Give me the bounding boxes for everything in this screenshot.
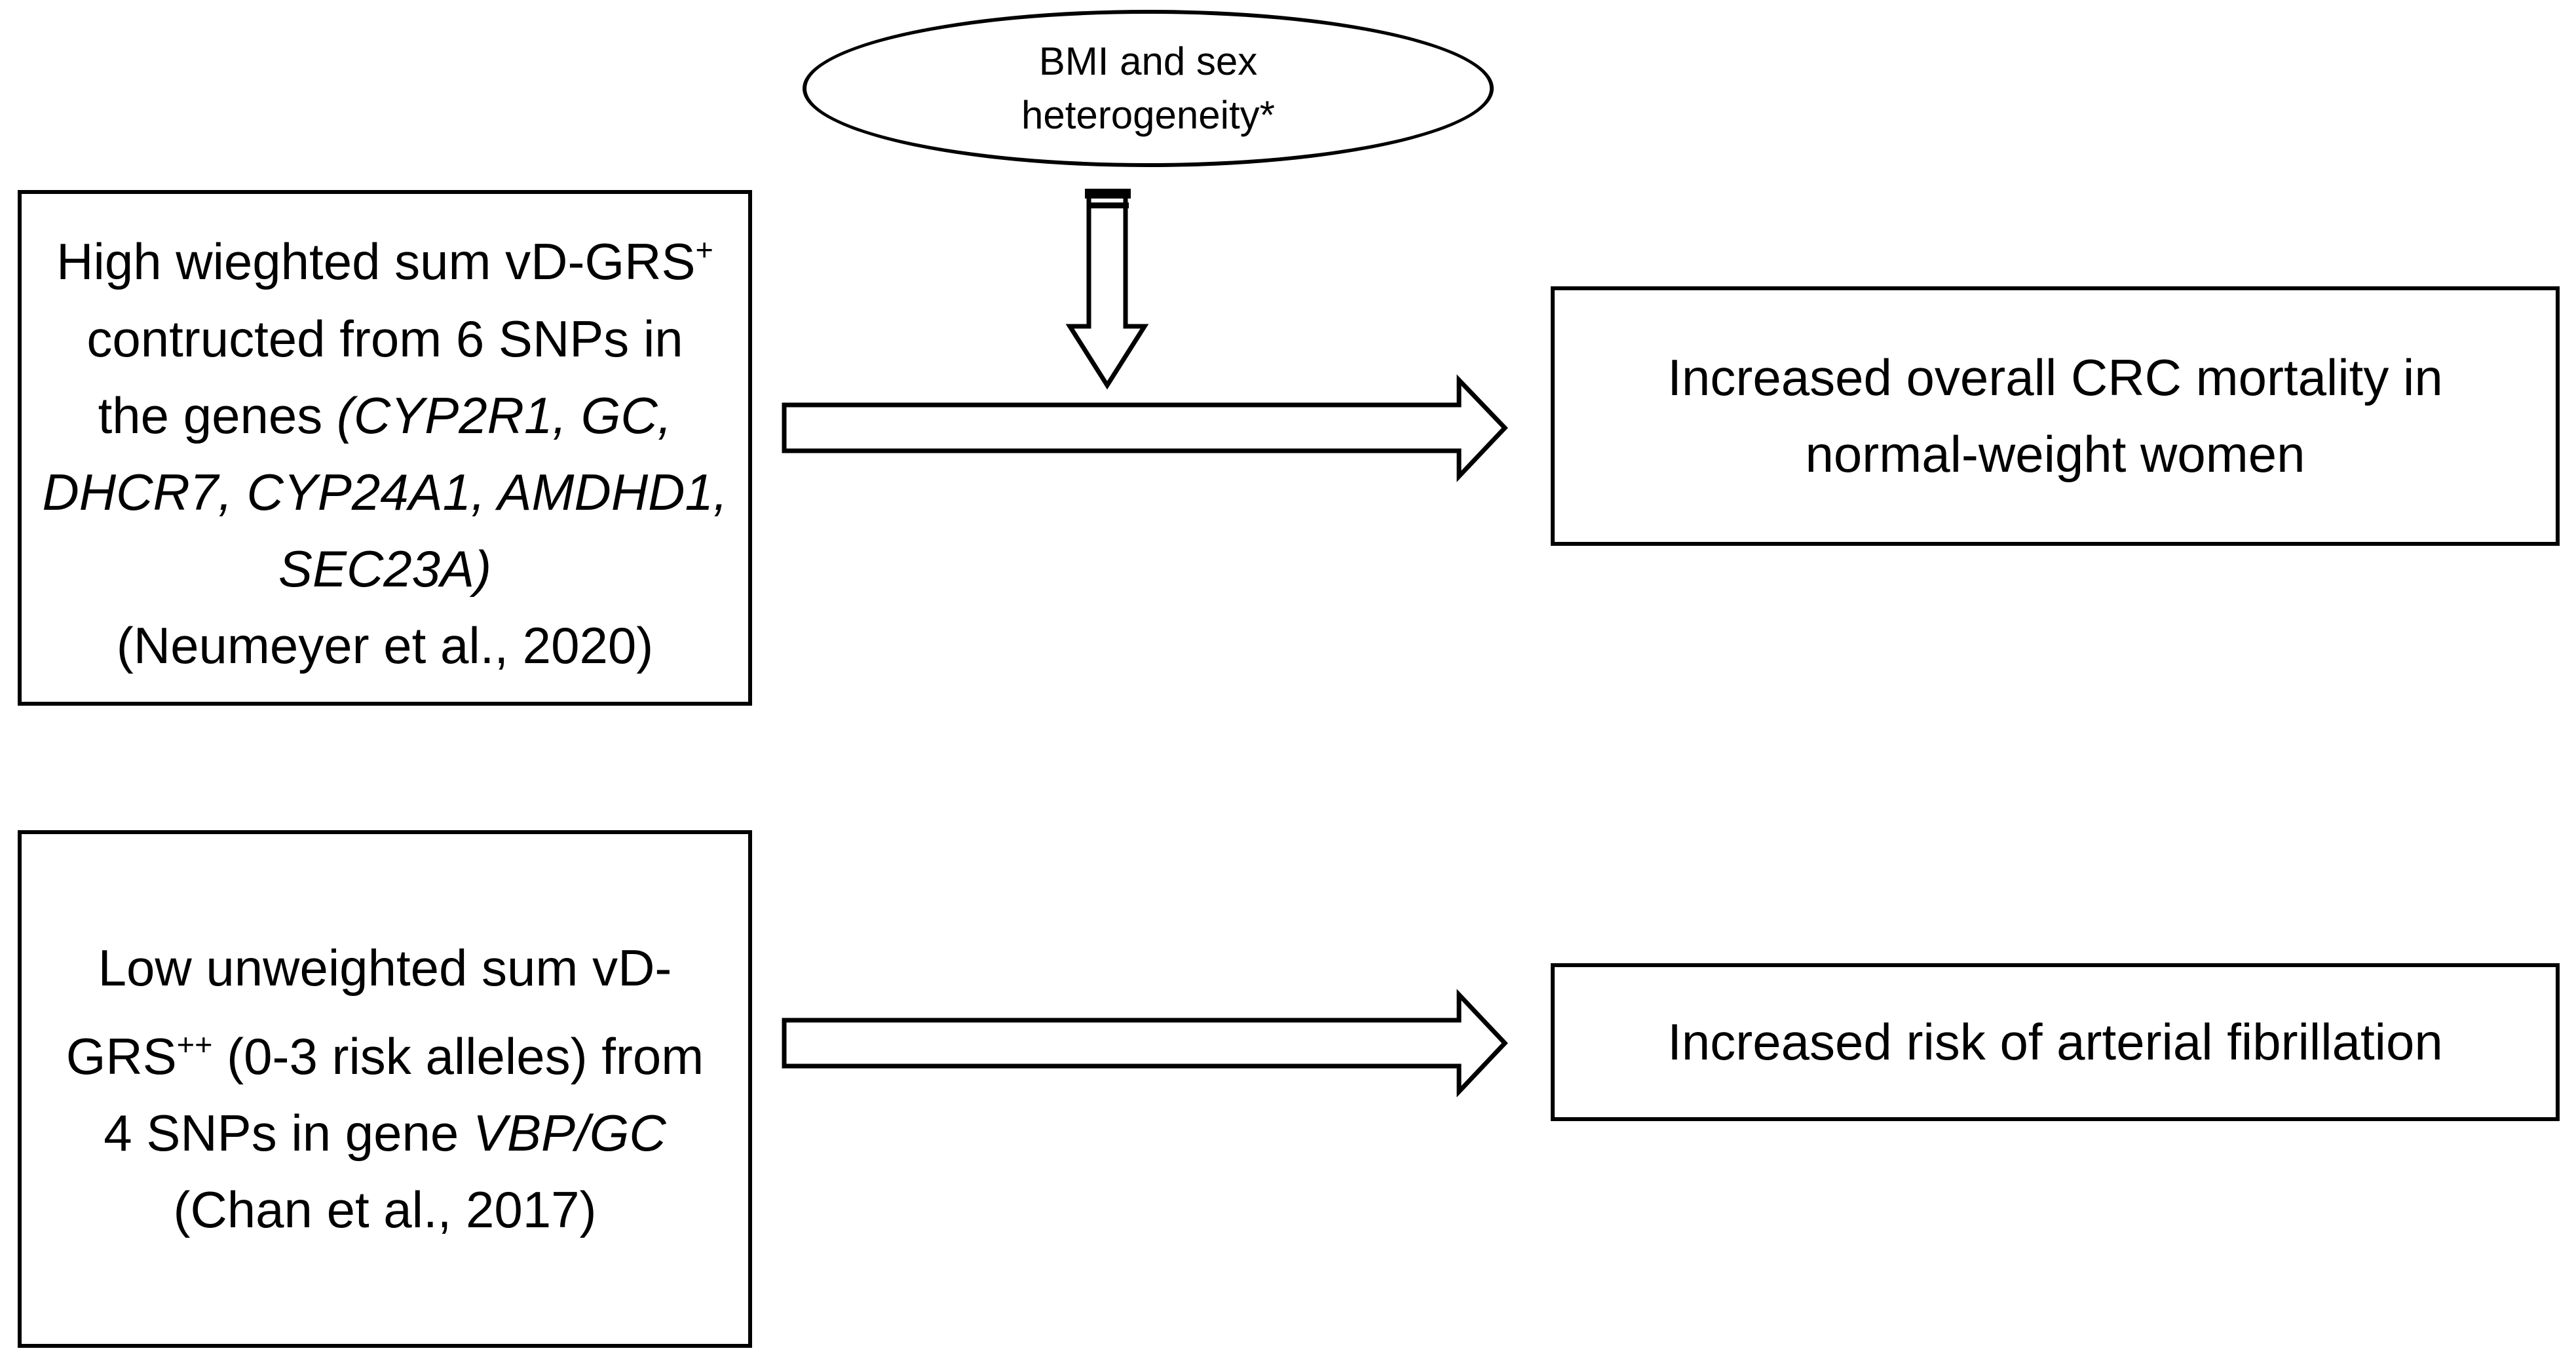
- arrow-cap-bar: [1087, 202, 1129, 208]
- arrow-cap-bar: [1085, 189, 1131, 199]
- down-block-arrow-icon: [1065, 191, 1149, 390]
- outcome-box-arterial-fibrillation-text: Increased risk of arterial fibrillation: [1667, 1013, 2443, 1071]
- right-block-arrow-icon: [782, 989, 1508, 1098]
- exposure-box-unweighted-grs-text: Low unweighted sum vD-GRS++ (0-3 risk al…: [66, 938, 704, 1238]
- exposure-box-weighted-grs: High wieghted sum vD-GRS+contructed from…: [18, 190, 752, 706]
- exposure-box-unweighted-grs: Low unweighted sum vD-GRS++ (0-3 risk al…: [18, 830, 752, 1348]
- right-block-arrow-icon: [782, 374, 1508, 482]
- exposure-box-weighted-grs-text: High wieghted sum vD-GRS+contructed from…: [42, 233, 728, 674]
- outcome-box-arterial-fibrillation: Increased risk of arterial fibrillation: [1551, 963, 2560, 1121]
